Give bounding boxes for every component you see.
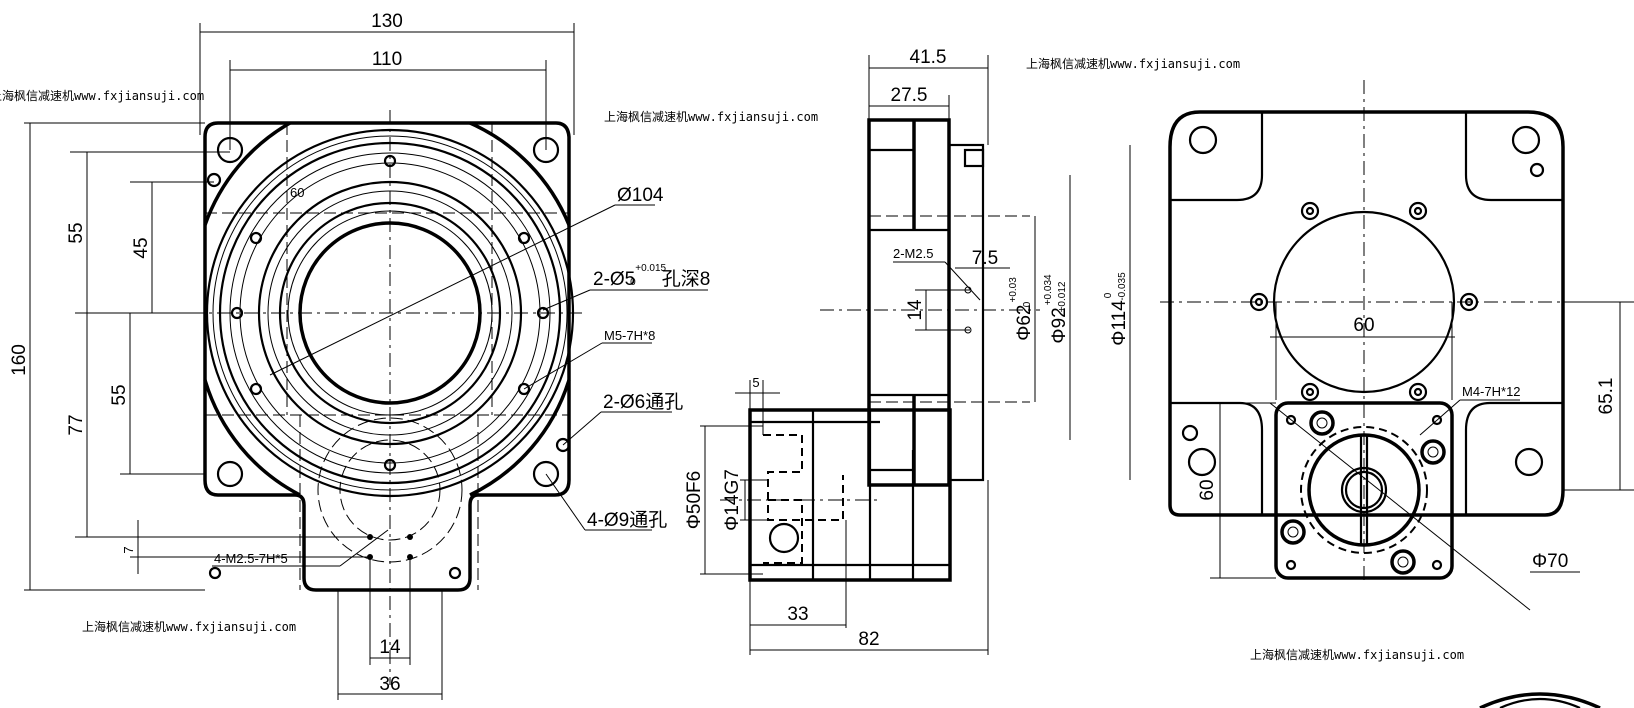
side-set-screw	[768, 522, 800, 554]
rear-pilot-circle	[1307, 433, 1421, 547]
front-motor-pilot	[339, 439, 441, 541]
front-chamfer-arc	[203, 121, 291, 226]
leader-6	[562, 411, 602, 446]
rear-hole	[1511, 125, 1541, 155]
rear-pin	[1181, 424, 1199, 442]
dim-36: 36	[379, 674, 400, 695]
dim-130: 130	[371, 11, 403, 32]
callout-2-m2-5: 2-M2.5	[893, 246, 933, 261]
dim-7-5: 7.5	[972, 248, 998, 269]
rear-hole	[1187, 447, 1217, 477]
partial-view-edge	[1499, 697, 1581, 708]
leader-9	[545, 473, 586, 531]
bolt-hole	[517, 382, 531, 396]
leader-m2-5	[339, 529, 389, 567]
pin-hole	[206, 172, 222, 188]
tapped-hole	[407, 534, 413, 540]
dim-82: 82	[858, 629, 879, 650]
bolt-hole	[230, 306, 244, 320]
dim-55-top: 55	[66, 222, 87, 243]
bolt-hole	[383, 458, 397, 472]
rear-motor-flange	[1274, 401, 1454, 580]
rear-hole	[1188, 125, 1218, 155]
rear-hole	[1514, 447, 1544, 477]
dim-d114: Φ1140-0.035	[1103, 272, 1130, 346]
dim-60-width: 60	[1353, 315, 1374, 336]
dim-5: 5	[752, 375, 759, 390]
leader-m2-5-side	[944, 261, 981, 301]
leader-pin	[542, 289, 591, 311]
front-chamfer-arc	[469, 379, 571, 497]
tapped-hole-side	[964, 286, 972, 294]
dim-60-height: 60	[1197, 479, 1218, 500]
watermark-top-left: 上海枫信减速机www.fxjiansuji.com	[0, 88, 204, 103]
rear-pcd-circle	[1300, 426, 1428, 554]
dim-41-5: 41.5	[910, 47, 947, 68]
dim-45: 45	[131, 237, 152, 258]
rear-pin	[1529, 162, 1545, 178]
bolt-hole	[536, 306, 550, 320]
partial-view-edge	[1479, 692, 1601, 708]
callout-m4: M4-7H*12	[1462, 384, 1521, 399]
watermark-top-right: 上海枫信减速机www.fxjiansuji.com	[1026, 56, 1240, 71]
callout-104: Ø104	[617, 185, 664, 206]
bolt-hole	[249, 231, 263, 245]
leader-m4	[1419, 399, 1461, 436]
dim-d62: Φ62+0.030	[1008, 277, 1035, 341]
dim-110: 110	[372, 49, 402, 70]
watermark-top-center: 上海枫信减速机www.fxjiansuji.com	[604, 109, 818, 124]
rear-shaft-bore	[1340, 466, 1388, 514]
small-hole	[448, 566, 462, 580]
callout-through-9: 4-Ø9通孔	[587, 509, 667, 531]
bolt-hole	[249, 382, 263, 396]
callout-d70: Φ70	[1532, 551, 1568, 572]
dim-65-1: 65.1	[1596, 378, 1617, 415]
leader-m5	[523, 342, 603, 390]
bolt-hole	[383, 154, 397, 168]
side-view: 41.5 27.5 2-M2.5 7.5 14 Φ62+0.030 Φ92+0.…	[684, 47, 1131, 655]
watermark-bottom-right: 上海枫信减速机www.fxjiansuji.com	[1250, 647, 1464, 662]
side-pin	[963, 148, 985, 168]
dim-33: 33	[787, 604, 808, 625]
front-body-outline	[203, 121, 571, 592]
front-chamfer-arc	[203, 379, 301, 497]
dim-angle-60: 60	[290, 185, 304, 200]
mount-hole	[216, 460, 244, 488]
rear-motor-screws	[1280, 410, 1446, 575]
dim-27-5: 27.5	[891, 85, 928, 106]
rear-view: 60 M4-7H*12	[1160, 80, 1634, 708]
rear-diag-line	[1269, 402, 1531, 611]
callout-m2-5: 4-M2.5-7H*5	[214, 551, 288, 566]
bolt-hole	[517, 231, 531, 245]
leader-104	[269, 204, 616, 376]
mount-hole	[532, 460, 560, 488]
rear-bolt-holes	[1249, 201, 1479, 402]
dim-55-bottom: 55	[109, 384, 130, 405]
front-view: 130 110 160 55 45 55 77 7 60 14	[9, 11, 710, 700]
rear-side-pocket	[1464, 401, 1563, 515]
dim-d50: Φ50F6	[684, 471, 705, 529]
front-chamfer-arc	[469, 121, 571, 226]
callout-through-6: 2-Ø6通孔	[603, 391, 683, 413]
rear-shaft-bore	[1344, 470, 1384, 510]
dim-7: 7	[121, 546, 136, 553]
side-flange	[947, 143, 985, 482]
side-coupling-hidden	[763, 434, 844, 521]
rear-corner-pocket	[1170, 112, 1264, 202]
rear-body-outline	[1168, 110, 1565, 517]
dim-d92: Φ92+0.034+0.012	[1043, 274, 1070, 344]
watermark-bottom-left: 上海枫信减速机www.fxjiansuji.com	[82, 619, 296, 634]
callout-m5: M5-7H*8	[604, 328, 655, 343]
dim-d14: Φ14G7	[722, 469, 743, 531]
side-motor-adapter	[748, 408, 952, 582]
dim-160: 160	[9, 344, 30, 376]
tapped-hole-side	[964, 326, 972, 334]
rear-corner-pocket	[1464, 112, 1563, 202]
small-hole	[208, 566, 222, 580]
dim-77: 77	[66, 414, 87, 435]
dim-14-bottom: 14	[379, 637, 401, 658]
dim-14-side: 14	[905, 299, 926, 321]
pin-hole	[555, 437, 571, 453]
